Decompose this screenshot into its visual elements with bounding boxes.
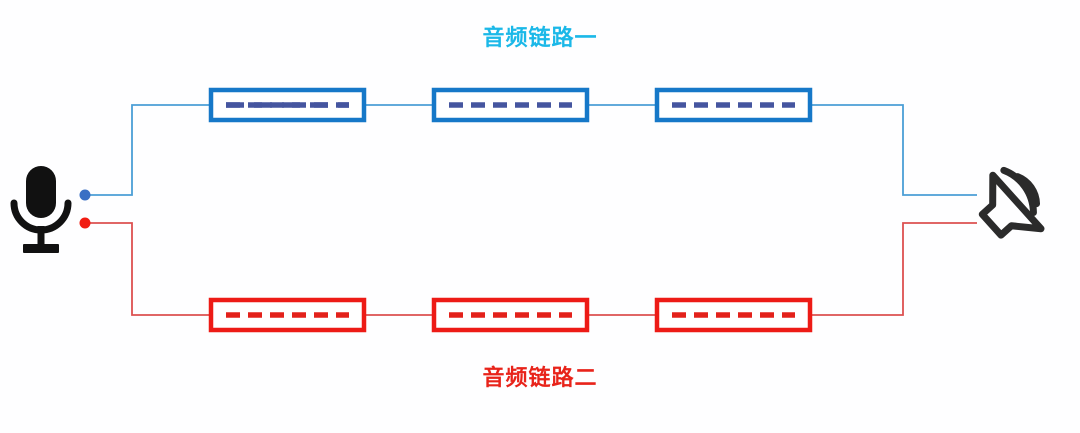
link-one-wire-left <box>85 104 211 196</box>
link-one-group <box>79 87 977 201</box>
link-one-terminal-dot[interactable] <box>79 189 91 201</box>
link-two-node-3[interactable] <box>654 297 813 333</box>
link-one-title: 音频链路一 <box>482 26 598 51</box>
link-one-node-2[interactable] <box>431 87 590 123</box>
link-two-wire-left <box>85 222 211 316</box>
link-one-node-1[interactable] <box>208 87 367 123</box>
link-two-terminal-dot[interactable] <box>79 217 91 229</box>
link-two-node-2[interactable] <box>431 297 590 333</box>
link-two-wire-right <box>810 222 977 316</box>
link-one-node-3[interactable] <box>654 87 813 123</box>
microphone-icon <box>10 166 72 253</box>
link-two-title: 音频链路二 <box>482 366 598 391</box>
speaker-icon <box>978 166 1045 239</box>
link-two-group <box>79 217 977 333</box>
link-two-node-1[interactable] <box>208 297 367 333</box>
link-one-wire-right <box>810 104 977 196</box>
